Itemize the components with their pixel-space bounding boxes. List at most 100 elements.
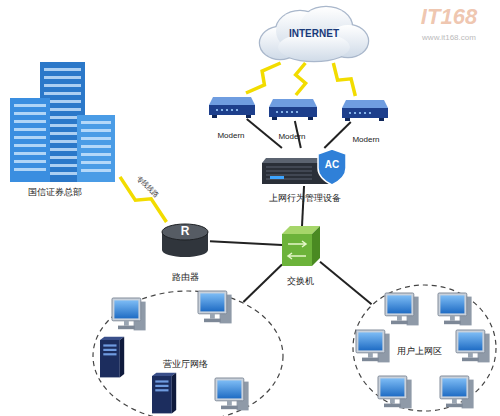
behavior-management-device: AC上网行为管理设备: [262, 148, 348, 186]
modem-front: [269, 107, 317, 117]
wireless-bolt: [333, 63, 355, 96]
network-link: [320, 262, 372, 305]
switch-front: [282, 234, 312, 266]
building-window: [14, 160, 46, 163]
ellipse-shape: [92, 290, 284, 416]
device-stripe: [266, 174, 312, 176]
node-label: 上网行为管理设备: [245, 193, 365, 204]
modem-led: [216, 109, 218, 111]
pc-symbol: [440, 376, 474, 408]
pc-symbol: [385, 293, 419, 325]
device-stripe: [266, 166, 312, 168]
node-label: R: [160, 224, 210, 238]
watermark-text: IT168: [404, 4, 494, 30]
modem-led: [291, 111, 293, 113]
switch-device: 交换机: [282, 226, 320, 266]
building-window: [14, 128, 46, 131]
device-light: [270, 176, 284, 179]
pc-symbol: [456, 330, 490, 362]
modem-led: [236, 109, 238, 111]
modem-shape: [340, 96, 388, 122]
switch-shape: [282, 226, 320, 266]
pc-symbol: [198, 291, 232, 323]
building-window: [14, 144, 46, 147]
building-window: [81, 169, 111, 172]
router-device: R路由器: [160, 222, 210, 258]
modem-led: [354, 112, 356, 114]
modem-foot: [308, 117, 313, 120]
building-window: [81, 161, 111, 164]
building-window: [14, 168, 46, 171]
network-link: [324, 122, 350, 148]
node-label: AC: [318, 159, 346, 171]
building-window: [81, 153, 111, 156]
modem-front: [209, 105, 255, 115]
node-label: Modern: [256, 132, 328, 142]
switch-arrows: [288, 241, 306, 259]
server-symbol: [100, 337, 124, 378]
modem-top: [342, 100, 388, 108]
building-shape: [5, 60, 120, 182]
pc-symbol: [112, 298, 146, 330]
building-window: [14, 152, 46, 155]
internet-cloud: INTERNET: [258, 5, 370, 63]
building-window: [81, 121, 111, 124]
network-zone: 营业厅网络: [92, 290, 284, 416]
building-window: [44, 92, 81, 95]
network-link: [247, 119, 282, 148]
headquarters-building: 国信证券总部: [5, 60, 120, 182]
device-stripe: [266, 170, 312, 172]
building-tower: [77, 115, 115, 182]
ac-shield: [318, 149, 346, 185]
pc-symbol: [356, 330, 390, 362]
modem-shape: [207, 93, 255, 119]
modem-foot: [272, 117, 277, 120]
building-window: [14, 120, 46, 123]
zone-outline: [93, 291, 283, 416]
pc-symbol: [215, 378, 249, 410]
modem-led: [349, 112, 351, 114]
link-label: 专线线路: [134, 175, 160, 201]
wireless-bolt: [296, 63, 306, 95]
building-window: [44, 76, 81, 79]
building-window: [14, 136, 46, 139]
modem-shape: [267, 95, 317, 121]
node-label: INTERNET: [258, 28, 370, 40]
network-link: [210, 241, 282, 245]
modem-led: [296, 111, 298, 113]
modem-device: Modern: [340, 96, 388, 122]
modem-device: Modern: [207, 93, 255, 119]
modem-led: [226, 109, 228, 111]
switch-side: [312, 226, 320, 266]
modem-foot: [246, 115, 251, 118]
building-tower: [10, 98, 50, 182]
node-label: 用户上网区: [347, 346, 492, 357]
modem-top: [269, 99, 317, 107]
server-symbol: [152, 373, 176, 414]
building-window: [14, 104, 46, 107]
modem-led: [369, 112, 371, 114]
modem-led: [231, 109, 233, 111]
node-label: Modern: [330, 135, 402, 145]
network-link: [243, 264, 282, 302]
modem-top: [209, 97, 255, 105]
modem-led: [276, 111, 278, 113]
node-label: 路由器: [150, 272, 220, 283]
building-window: [81, 129, 111, 132]
building-window: [81, 137, 111, 140]
node-label: Modern: [195, 131, 267, 141]
building-window: [14, 112, 46, 115]
building-window: [44, 84, 81, 87]
network-zone: 用户上网区: [352, 284, 497, 412]
node-label: 营业厅网络: [92, 359, 278, 370]
modem-led: [281, 111, 283, 113]
pc-symbol: [378, 376, 412, 408]
network-link: [302, 186, 304, 226]
node-label: 交换机: [270, 276, 330, 287]
watermark-text: www.it168.com: [404, 33, 494, 43]
modem-front: [342, 108, 388, 118]
modem-led: [221, 109, 223, 111]
